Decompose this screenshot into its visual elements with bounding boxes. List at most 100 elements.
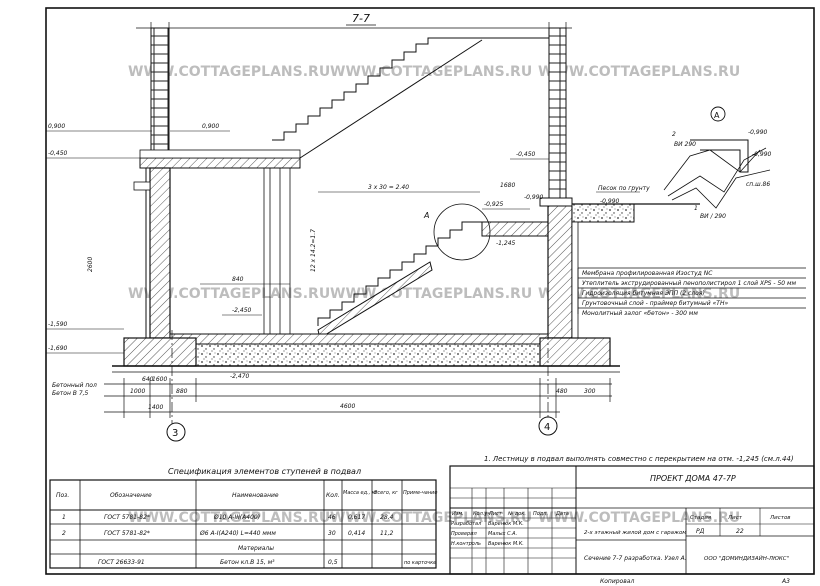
- spec-header: Обозначение: [110, 492, 152, 499]
- level-mark: -0,990: [600, 198, 620, 205]
- rev-header: Изм.: [452, 511, 464, 517]
- detail-note: 1: [694, 205, 698, 212]
- bottom-dimensions: [104, 378, 612, 418]
- brick-column-left: [150, 27, 170, 161]
- detail-a-bars: [663, 149, 761, 191]
- sheet-label: Лист: [727, 515, 743, 521]
- layer-label: Утеплитель экструдированный пенополистир…: [582, 280, 797, 287]
- role-label: Разработал: [451, 521, 482, 527]
- watermark-text: WWW.COTTAGEPLANS.RU: [538, 510, 740, 526]
- watermark-text: WWW.COTTAGEPLANS.RU: [330, 510, 532, 526]
- spec-materials-header: Материалы: [238, 545, 274, 552]
- layer-label: Грунтовочный слой - праймер битумный «ТН…: [582, 300, 728, 307]
- brick-column-right: [548, 27, 567, 205]
- watermark-text: WWW.COTTAGEPLANS.RU: [128, 510, 330, 526]
- stage-value: РД: [696, 528, 705, 535]
- stair-top-landing: [481, 221, 553, 237]
- title-block: ПРОЕКТ ДОМА 47-7Р Изм. Кол.уч Лист № док…: [449, 465, 815, 575]
- level-mark: 0,900: [202, 123, 219, 130]
- spec-header: Поз.: [56, 492, 69, 499]
- building-name: 2-х этажный жилой дом с гаражом: [584, 530, 686, 536]
- dim-label: 1400: [148, 404, 163, 411]
- dim-label: 1680: [500, 182, 515, 189]
- rev-header: Подп.: [533, 511, 548, 517]
- spec-cell: 2: [62, 530, 66, 537]
- layer-list: Мембрана профилированная Изостуд NC Утеп…: [577, 267, 806, 317]
- dim-label: 300: [584, 388, 596, 395]
- rev-header: Дата: [555, 511, 569, 517]
- axis-marker-3: [166, 422, 186, 442]
- level-mark: -2,450: [232, 307, 252, 314]
- dim-label-vertical: 12 x 14.2=1.7: [310, 229, 317, 272]
- concrete-label-line1: Бетонный пол: [52, 382, 97, 389]
- right-wall-cap: [539, 197, 573, 207]
- sheet-border: [45, 7, 815, 575]
- concrete-label: Бетонный пол Бетон В 7,5: [52, 382, 99, 397]
- level-mark: -1,245: [496, 240, 516, 247]
- axis-label-4: 4: [544, 422, 550, 433]
- spec-cell: Ø10 А-III(A400): [213, 514, 260, 521]
- company-name: ООО "ДОМИНДИЗАЙН-ЛЮКС": [704, 555, 789, 562]
- floor-gravel: [195, 343, 541, 367]
- floor-slab: [169, 333, 549, 345]
- level-mark: -0,450: [516, 151, 536, 158]
- role-label: Н.контроль: [451, 541, 481, 547]
- level-mark: -0,925: [484, 201, 504, 208]
- detail-circle: [433, 203, 491, 261]
- spec-cell: 0,617: [348, 514, 365, 521]
- spec-header: Наименование: [232, 492, 279, 499]
- detail-a-label: А: [714, 111, 720, 120]
- spec-cell: 1: [62, 514, 66, 521]
- level-markers: 0,900 0,900 -0,450 -1,590 -1,690 -2,450 …: [46, 123, 620, 380]
- level-mark: -0,450: [48, 150, 68, 157]
- spec-header: Масса ед., кг: [343, 490, 378, 496]
- detail-a: А 2 -0,990 ВИ 290 -0,990 сп.ш.86 1 ВИ / …: [663, 106, 772, 220]
- sheet-name: Сечение 7-7 разработка. Узел А.: [584, 555, 687, 562]
- detail-note: -0,990: [748, 129, 768, 136]
- concrete-label-line2: Бетон В 7,5: [52, 390, 89, 397]
- dim-label: 1000: [130, 388, 145, 395]
- role-name: Варенюк М.К.: [488, 541, 524, 547]
- dimension-labels: 3 x 30 = 2.40 840 1680 4600 1600 640 100…: [130, 182, 596, 411]
- rev-header: Лист: [488, 511, 503, 517]
- detail-a-lines: [690, 139, 749, 173]
- spec-table: Спецификация элементов ступеней в подвал…: [49, 467, 437, 569]
- dim-label-vertical: 2600: [87, 257, 94, 272]
- watermark-text: WWW.COTTAGEPLANS.RU: [538, 64, 740, 80]
- layer-label: Монолитный залог «бетон» - 300 мм: [582, 310, 698, 317]
- level-mark: -0,990: [524, 194, 544, 201]
- spec-cell: 11,2: [380, 530, 394, 537]
- sheet-no: 22: [736, 528, 744, 535]
- spec-cell: ГОСТ 5781-82*: [104, 514, 150, 521]
- detail-a-bars: [667, 147, 767, 197]
- dim-label: 840: [232, 276, 244, 283]
- rev-header: № док.: [507, 511, 526, 517]
- upper-stair-stringer: [299, 39, 483, 159]
- left-wall-block: [133, 181, 151, 191]
- spec-cell: 30: [328, 530, 336, 537]
- level-mark: 0,900: [48, 123, 65, 130]
- section-title: 7-7: [352, 12, 370, 25]
- spec-cell: 0,5: [328, 559, 338, 566]
- basement-stair-steps: [317, 221, 482, 326]
- role-label: Проверил: [451, 531, 477, 537]
- dim-label: 1600: [152, 376, 167, 383]
- level-mark: -2,470: [230, 373, 250, 380]
- spec-cell: ГОСТ 26633-91: [98, 559, 145, 566]
- role-name: Варенюк М.К.: [488, 521, 524, 527]
- dim-label: 880: [176, 388, 188, 395]
- watermark-text: WWW.COTTAGEPLANS.RU: [330, 64, 532, 80]
- axis-label-3: 3: [172, 428, 178, 439]
- spec-header: Кол.: [326, 492, 340, 499]
- sheets-label: Листов: [769, 515, 791, 521]
- detail-note: ВИ / 290: [700, 213, 726, 220]
- level-mark: -1,590: [48, 321, 68, 328]
- level-mark: -1,690: [48, 345, 68, 352]
- ground-backfill: [571, 203, 635, 223]
- detail-note: 2: [672, 131, 676, 138]
- axis-marker-4: [538, 416, 558, 436]
- footing-left: [123, 337, 197, 367]
- dim-label: 480: [556, 388, 568, 395]
- upper-stair: [272, 37, 440, 141]
